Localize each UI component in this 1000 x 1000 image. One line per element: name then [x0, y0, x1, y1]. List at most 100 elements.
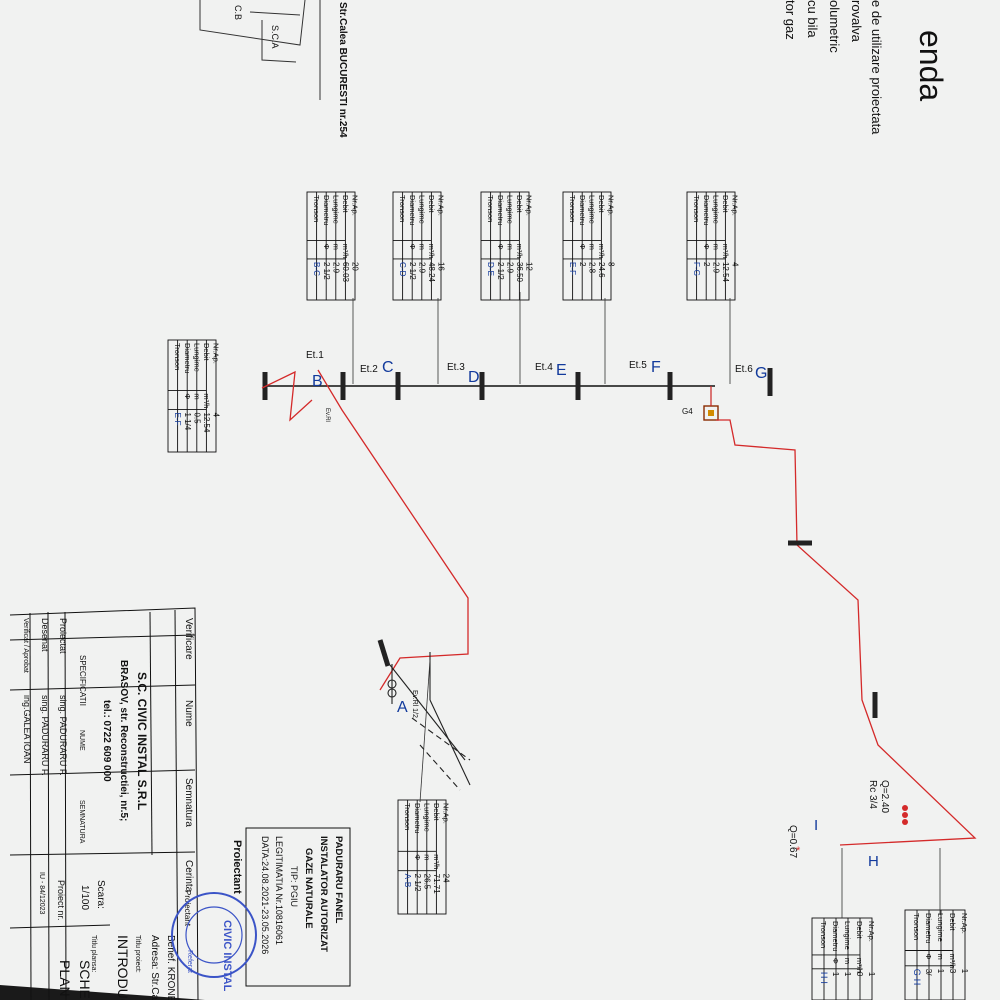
tb-verificat-name: ing.GALEA IOAN: [22, 695, 32, 764]
tb-address: BRASOV, str. Reconstructiei, nr.5;: [118, 660, 129, 821]
table-value-diameter: 2: [702, 262, 711, 267]
table-unit-diameter: Φ: [702, 244, 711, 250]
table-label-tronson: Tronson: [398, 195, 407, 222]
section-table-f-g: TronsonF-GDiametruΦ2Lungimem2.9Debitm³/h…: [686, 191, 740, 301]
tb-adresa: Adresa: Str.Calea: [149, 935, 160, 1000]
tb-col-semnatura: SEMNATURA: [78, 800, 85, 844]
node-a: A: [397, 699, 408, 716]
table-value-length: 0.5: [192, 412, 201, 424]
node-e: E: [556, 362, 567, 379]
table-label-appliances: Nr.Ap.: [960, 913, 969, 934]
table-value-flow: 12.54: [202, 412, 211, 433]
table-unit-length: m: [843, 958, 852, 964]
table-label-flow: Debit: [202, 343, 211, 361]
tb-verificat: Verificat / Aprobat: [22, 618, 29, 673]
table-unit-length: m: [587, 244, 596, 250]
table-label-tronson: Tronson: [312, 195, 321, 222]
table-unit-flow: m³/h: [948, 954, 957, 969]
annotation-q1: Q=2.40: [879, 780, 890, 814]
table-value-length: 2.9: [417, 262, 426, 274]
tb-benef: Benef. KRONB: [165, 935, 176, 1000]
table-value-length: 2.9: [505, 262, 514, 274]
table-label-tronson: Tronson: [692, 195, 701, 222]
annotation-q2: Q=0.67: [787, 825, 798, 859]
table-unit-diameter: Φ: [831, 958, 840, 964]
table-value-tronson: D-E: [486, 262, 495, 277]
table-value-length: 26.5: [422, 874, 431, 890]
table-unit-flow: m³/h: [202, 393, 211, 408]
tb-cerinta: Cerinta: [183, 860, 194, 893]
table-value-flow: 48.24: [427, 262, 436, 283]
site-label-cb: C.B: [233, 5, 243, 20]
table-unit-flow: m³/h: [855, 958, 864, 973]
table-label-flow: Debit: [341, 195, 350, 213]
node-b: B: [312, 373, 323, 390]
table-value-appliances: 1: [867, 972, 876, 977]
table-value-flow: 3: [948, 969, 957, 974]
annotation-evrl: Ev.Rl: [324, 408, 330, 422]
gas-pipeline: [261, 369, 977, 846]
table-value-diameter: 2 1/2: [496, 262, 505, 280]
table-unit-diameter: Φ: [413, 854, 422, 860]
tb-scara-label: Scara:: [95, 880, 106, 909]
table-label-diameter: Diametru: [924, 913, 933, 943]
installer-line-4: TIP: PGIU: [289, 866, 299, 907]
tb-scara: 1/100: [79, 885, 90, 910]
table-label-length: Lungime: [936, 913, 945, 942]
table-unit-length: m: [505, 244, 514, 250]
tb-proiect-nr: IU - 84/12023: [38, 872, 45, 915]
table-unit-length: m: [936, 954, 945, 960]
table-value-diameter: 2: [578, 262, 587, 267]
table-label-diameter: Diametru: [413, 803, 422, 833]
tb-plan: PLAN: [57, 960, 73, 997]
table-label-length: Lungime: [505, 195, 514, 224]
annotation-evrl-half: Ev.Rl 1/2: [411, 690, 418, 718]
table-value-flow: 12.54: [721, 262, 730, 283]
section-table-g-h: TronsonG-HDiametruΦ3/Lungimem1Debitm³/h3…: [904, 909, 969, 1000]
seal-text: CIVIC INSTAL: [221, 920, 233, 992]
table-value-tronson: H-I: [819, 972, 829, 984]
node-c: C: [382, 359, 394, 376]
leader-lines: [352, 292, 941, 918]
table-value-appliances: 4: [212, 412, 221, 417]
table-value-length: 2.9: [711, 262, 720, 274]
tb-introduc: INTRODUC: [115, 935, 131, 1000]
tb-desenat: Desenat: [40, 618, 50, 652]
title-block-text: Verificare Nume Semnatura Cerinta S.C. C…: [22, 618, 194, 1000]
table-unit-length: m: [422, 854, 431, 860]
table-unit-length: m: [331, 244, 340, 250]
tb-specificatii: SPECIFICATII: [78, 655, 87, 706]
table-value-flow: 71.71: [432, 874, 441, 895]
table-value-length: 1: [843, 972, 852, 977]
table-unit-length: m: [417, 244, 426, 250]
table-unit-diameter: Φ: [322, 244, 331, 250]
legend-line-5: tor gaz: [783, 0, 798, 40]
table-value-flow: 0: [855, 972, 864, 977]
floor-et2: Et.2: [360, 364, 378, 375]
node-f: F: [651, 359, 661, 376]
tb-verificare: Verificare: [183, 618, 194, 660]
table-label-appliances: Nr.Ap.: [867, 921, 876, 942]
tb-proiectat-name: sing. PADURARU F.: [58, 695, 68, 776]
title-block: [9, 607, 199, 1000]
installer-line-3: GAZE NATURALE: [303, 848, 314, 929]
table-unit-flow: m³/h: [432, 854, 441, 869]
table-value-diameter: 3/: [924, 969, 933, 976]
table-unit-flow: m³/h: [341, 244, 350, 259]
table-label-diameter: Diametru: [578, 195, 587, 225]
table-label-flow: Debit: [597, 195, 606, 213]
annotation-rc: Rc 3/4: [867, 780, 878, 809]
table-label-flow: Debit: [855, 921, 864, 939]
table-value-tronson: B-C: [312, 262, 321, 276]
section-tables: TronsonF-GDiametruΦ2Lungimem2.9Debitm³/h…: [167, 191, 969, 1000]
table-label-tronson: Tronson: [486, 195, 495, 222]
gas-meter: G4: [682, 386, 719, 421]
table-label-flow: Debit: [948, 913, 957, 931]
table-label-tronson: Tronson: [819, 921, 828, 948]
table-unit-length: m: [192, 393, 201, 399]
table-label-diameter: Diametru: [831, 921, 840, 951]
tb-proiectant: Proiectant: [183, 890, 192, 927]
